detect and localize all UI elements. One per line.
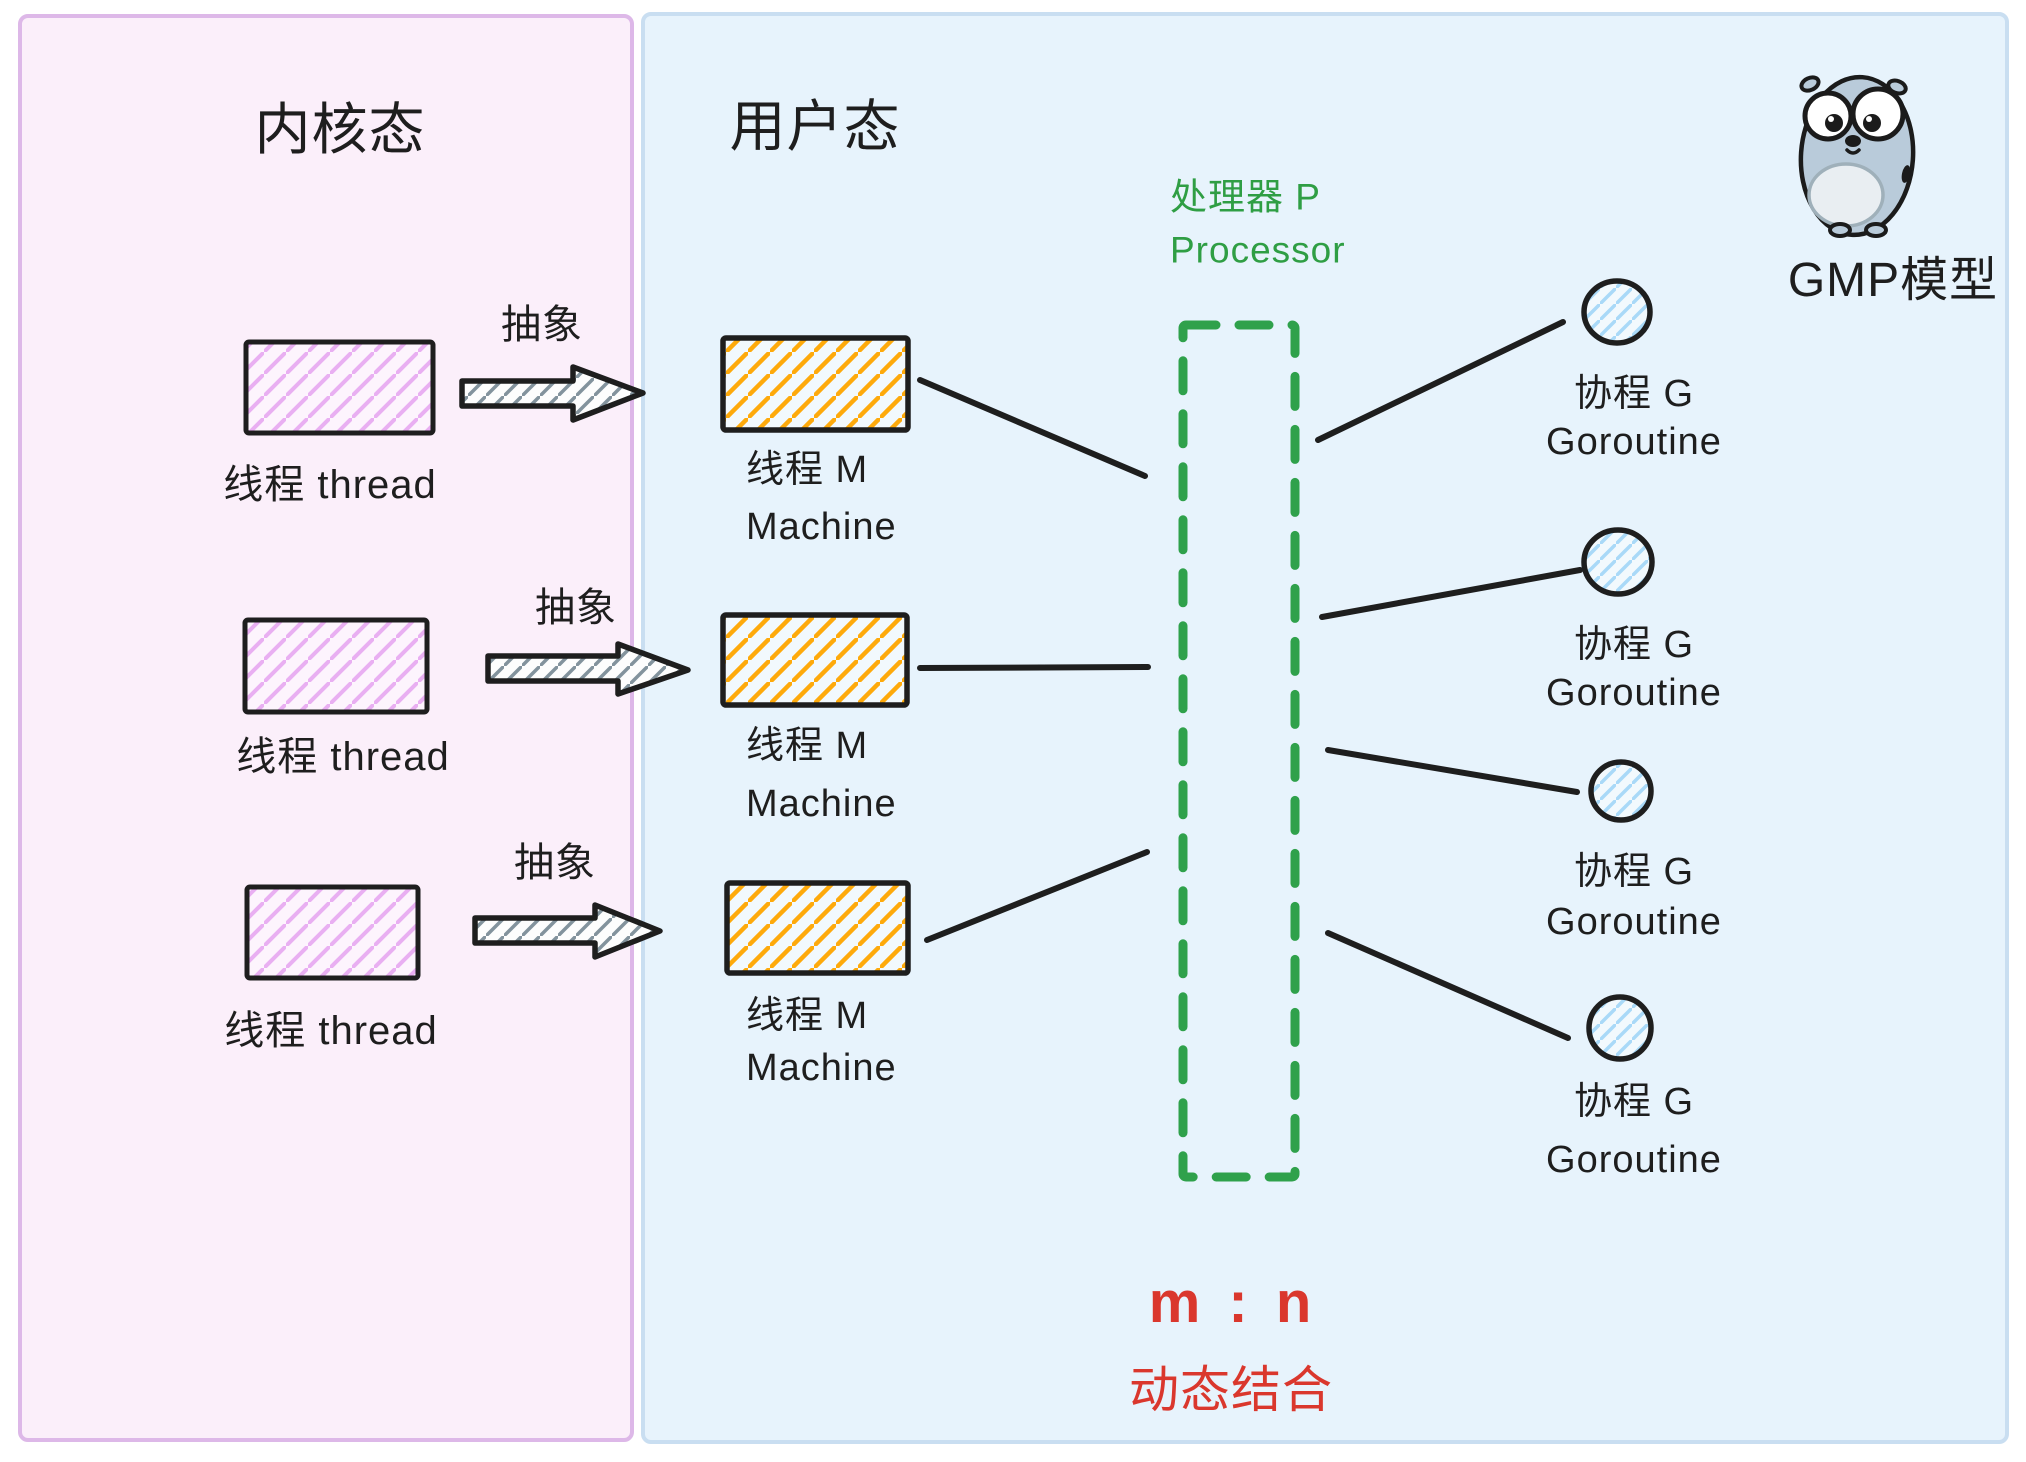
thread-label-2: 线程 thread xyxy=(236,735,450,779)
goroutine-subtitle-4: Goroutine xyxy=(1546,1139,1722,1181)
machine-name-1: 线程 M xyxy=(746,449,869,491)
machine-name-3: 线程 M xyxy=(746,995,869,1037)
goroutine-circle-2 xyxy=(1581,527,1655,597)
gopher-mascot-icon xyxy=(1798,74,1916,238)
connector-p-g1 xyxy=(1315,319,1566,443)
abstraction-arrow-3 xyxy=(472,902,663,960)
goroutine-name-2: 协程 G xyxy=(1573,624,1695,666)
goroutine-subtitle-1: Goroutine xyxy=(1546,421,1722,463)
goroutine-circle-1 xyxy=(1581,278,1653,346)
goroutine-name-4: 协程 G xyxy=(1573,1081,1695,1123)
mascot-label: GMP模型 xyxy=(1787,254,1999,307)
user-panel-title: 用户态 xyxy=(729,95,901,158)
processor-name: 处理器 P xyxy=(1170,176,1321,218)
connector-p-g2 xyxy=(1319,567,1583,620)
ratio-text: m : n xyxy=(1148,1270,1318,1335)
connector-m3-p xyxy=(924,849,1150,943)
goroutine-circle-3 xyxy=(1588,759,1654,823)
connector-p-g4 xyxy=(1325,930,1571,1041)
abstraction-arrow-2 xyxy=(485,641,691,697)
thread-rect-2 xyxy=(242,617,430,715)
thread-label-1: 线程 thread xyxy=(223,463,437,507)
processor-subtitle: Processor xyxy=(1170,229,1346,271)
abstraction-arrow-1 xyxy=(459,364,646,423)
machine-name-2: 线程 M xyxy=(746,725,869,767)
kernel-mode-panel xyxy=(18,14,634,1442)
kernel-panel-title: 内核态 xyxy=(254,98,426,161)
goroutine-subtitle-2: Goroutine xyxy=(1546,672,1722,714)
machine-rect-2 xyxy=(720,612,910,708)
abstraction-label-1: 抽象 xyxy=(501,303,583,347)
machine-rect-3 xyxy=(724,880,911,976)
user-mode-panel xyxy=(641,12,2009,1444)
thread-rect-1 xyxy=(243,339,436,436)
machine-rect-1 xyxy=(720,335,911,433)
goroutine-name-3: 协程 G xyxy=(1573,851,1695,893)
goroutine-circle-4 xyxy=(1586,994,1654,1062)
thread-rect-3 xyxy=(244,884,421,981)
thread-label-3: 线程 thread xyxy=(224,1009,438,1053)
ratio-caption: 动态结合 xyxy=(1129,1362,1333,1418)
abstraction-label-3: 抽象 xyxy=(514,841,596,885)
goroutine-subtitle-3: Goroutine xyxy=(1546,901,1722,943)
machine-subtitle-3: Machine xyxy=(746,1047,897,1089)
processor-dashed-box xyxy=(1178,320,1300,1182)
connector-m1-p xyxy=(917,377,1148,479)
machine-subtitle-1: Machine xyxy=(746,506,897,548)
goroutine-name-1: 协程 G xyxy=(1573,373,1695,415)
connector-p-g3 xyxy=(1325,747,1580,795)
abstraction-label-2: 抽象 xyxy=(535,586,617,630)
connector-m2-p xyxy=(917,664,1151,671)
machine-subtitle-2: Machine xyxy=(746,783,897,825)
